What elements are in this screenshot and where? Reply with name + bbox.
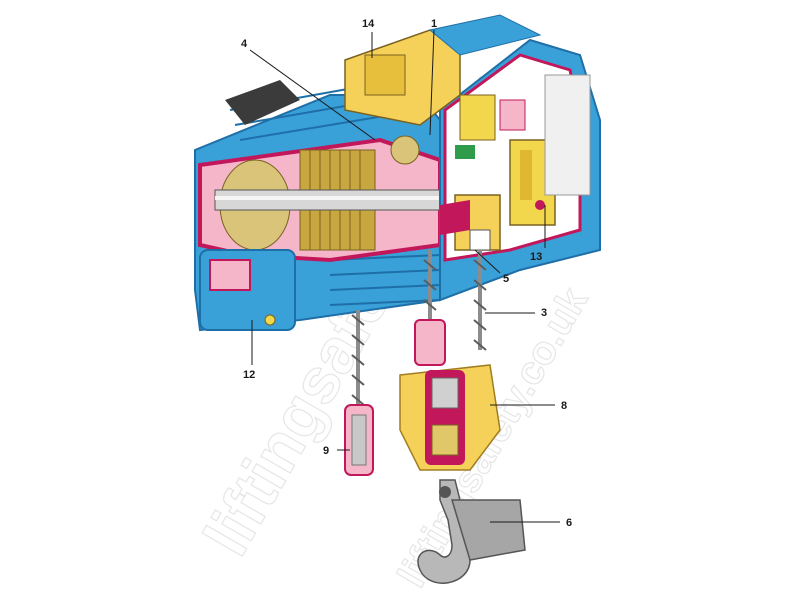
callout-14: 14 [362, 18, 375, 30]
callouts: 14 1 4 13 5 3 12 8 9 6 [241, 18, 572, 529]
motor-assembly [194, 80, 446, 332]
callout-9: 9 [323, 445, 329, 457]
callout-8: 8 [561, 400, 567, 412]
callout-3: 3 [541, 307, 547, 319]
hook-block [399, 364, 501, 471]
load-chain [351, 250, 487, 420]
callout-6: 6 [566, 517, 572, 529]
callout-13: 13 [530, 251, 542, 263]
callout-1: 1 [431, 18, 437, 30]
chain-collar [414, 319, 446, 366]
callout-12: 12 [243, 369, 255, 381]
chain-end-stop [344, 404, 374, 476]
callout-4: 4 [241, 38, 248, 50]
callout-5: 5 [503, 273, 509, 285]
chain-guide [440, 194, 501, 251]
load-hook [417, 479, 526, 584]
